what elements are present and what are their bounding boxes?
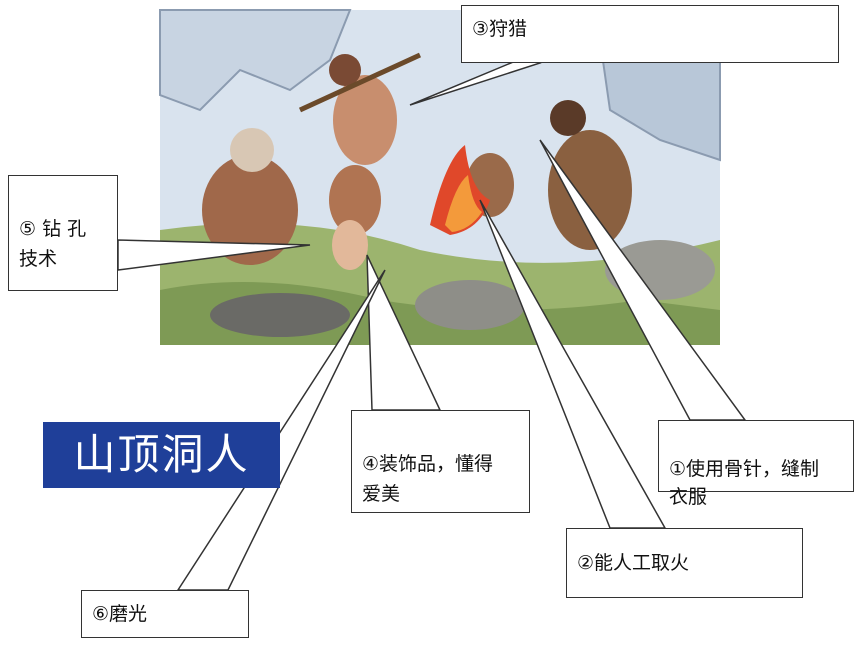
callout-drilling-text: ⑤ 钻 孔 技术 <box>19 218 87 270</box>
callout-pointers <box>117 54 747 591</box>
callout-fire: ②能人工取火 <box>566 528 803 598</box>
callout-hunting-text: ③狩猎 <box>472 18 528 40</box>
callout-fire-text: ②能人工取火 <box>577 552 690 574</box>
callout-drilling: ⑤ 钻 孔 技术 <box>8 175 118 291</box>
callout-polishing-text: ⑥磨光 <box>92 603 148 625</box>
pointer-drilling <box>117 239 311 271</box>
callout-bone-needle-text: ①使用骨针，缝制 衣服 <box>669 458 820 508</box>
callout-hunting: ③狩猎 <box>461 5 839 63</box>
callout-ornament-text: ④装饰品，懂得 爱美 <box>362 453 494 505</box>
callout-ornament: ④装饰品，懂得 爱美 <box>351 410 530 513</box>
cave-painting <box>159 9 721 345</box>
page-title: 山顶洞人 <box>43 422 280 488</box>
callout-bone-needle: ①使用骨针，缝制 衣服 <box>658 420 854 508</box>
callout-polishing: ⑥磨光 <box>81 590 249 638</box>
